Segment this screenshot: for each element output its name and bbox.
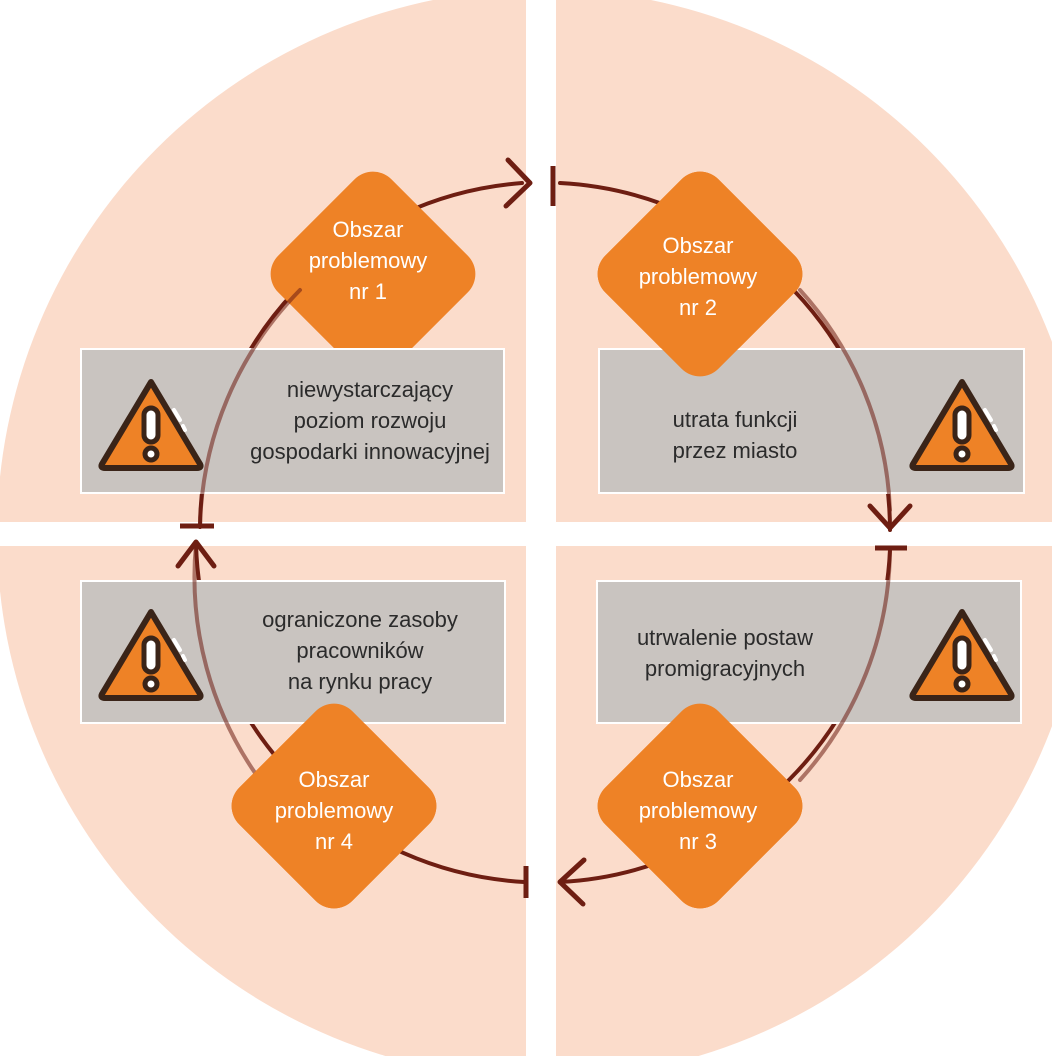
area-4-problem: ograniczone zasoby pracowników na rynku … (262, 607, 458, 694)
area-1-problem: niewystarczający poziom rozwoju gospodar… (250, 377, 490, 464)
area-1-title: Obszar problemowy nr 1 (308, 217, 428, 304)
warning-icon (909, 379, 1015, 471)
area-3-title: Obszar problemowy nr 3 (638, 767, 758, 854)
area-2-problem: utrata funkcji przez miasto (672, 407, 798, 463)
diamond-area-1 (270, 171, 476, 377)
area-4-title: Obszar problemowy nr 4 (274, 767, 394, 854)
cycle-arrowhead-3-to-4 (557, 857, 587, 907)
area-2-title: Obszar problemowy nr 2 (638, 233, 758, 320)
area-3-problem: utrwalenie postaw promigracyjnych (636, 625, 814, 681)
warning-icon (98, 609, 204, 701)
warning-icon (98, 379, 204, 471)
cycle-arrowhead-1-to-2 (503, 157, 533, 209)
cycle-arrowhead-2-to-3 (867, 503, 913, 531)
warning-icon (909, 609, 1015, 701)
